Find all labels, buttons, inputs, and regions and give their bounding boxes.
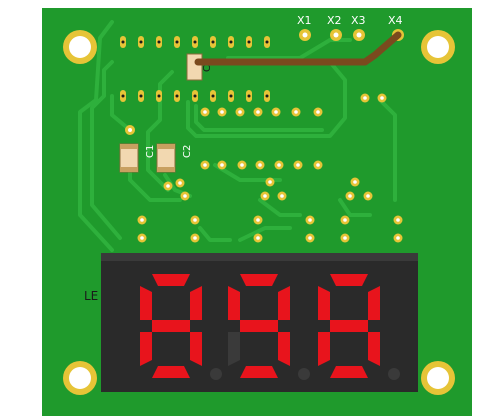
decimal-point — [298, 368, 310, 380]
segment-b — [190, 286, 202, 320]
segment-d — [330, 366, 368, 378]
segment-e — [140, 332, 152, 366]
segment-g — [152, 320, 190, 332]
segment-c — [368, 332, 380, 366]
through-hole-pads — [137, 93, 403, 243]
segment-c — [278, 332, 290, 366]
capacitor-label-c2: C2 — [182, 145, 193, 158]
segment-a — [240, 274, 278, 286]
segment-a — [152, 274, 190, 286]
component-c-body — [186, 53, 203, 81]
segment-f — [318, 286, 330, 320]
capacitor-c2: C2 — [156, 143, 193, 173]
capacitor-c1: C1 — [119, 125, 156, 173]
connector-label-x2: X2 — [327, 14, 342, 27]
mounting-holes — [63, 30, 455, 395]
decimal-point — [210, 368, 222, 380]
segment-b — [368, 286, 380, 320]
ic-socket-pins — [120, 36, 270, 102]
decimal-point — [388, 368, 400, 380]
connector-labels: X1 X2 X3 X4 — [297, 14, 403, 27]
segment-e — [228, 332, 240, 366]
segment-a — [330, 274, 368, 286]
connector-label-x1: X1 — [297, 14, 312, 27]
segment-c — [190, 332, 202, 366]
display-label: LE — [84, 289, 98, 303]
segment-g — [330, 320, 368, 332]
segment-f — [228, 286, 240, 320]
segment-f — [140, 286, 152, 320]
segment-b — [278, 286, 290, 320]
connector-label-x3: X3 — [351, 14, 366, 27]
jumper-wire — [194, 31, 402, 66]
seven-segment-display: LE — [84, 253, 418, 392]
connector-label-x4: X4 — [388, 14, 403, 27]
pcb-traces — [78, 20, 397, 252]
capacitor-label-c1: C1 — [145, 145, 156, 158]
component-c-label: C — [202, 65, 213, 72]
segment-g — [240, 320, 278, 332]
segment-d — [240, 366, 278, 378]
segment-e — [318, 332, 330, 366]
segment-d — [152, 366, 190, 378]
